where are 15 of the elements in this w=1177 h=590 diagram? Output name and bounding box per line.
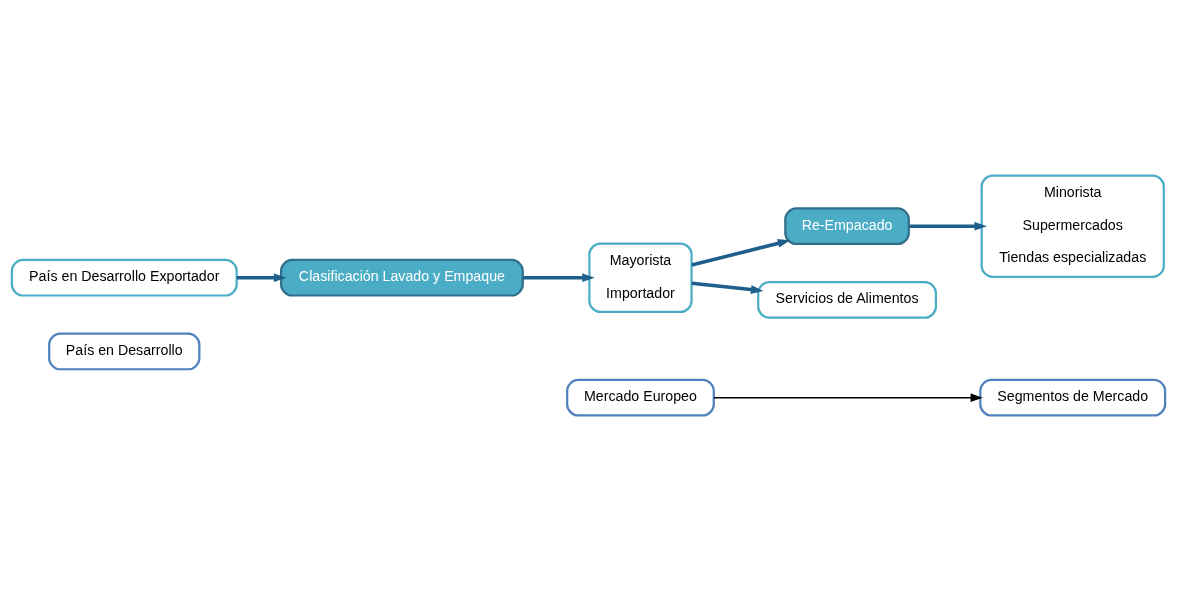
node-box: Segmentos de Mercado	[979, 378, 1167, 417]
node-box: Minorista Supermercados Tiendas especializadas	[980, 173, 1165, 278]
node-box: Re-Empacado	[784, 206, 910, 245]
arrow	[713, 392, 983, 402]
arrow	[691, 238, 791, 267]
arrow	[691, 280, 764, 294]
node-box: Clasificación Lavado y Empaque	[279, 258, 524, 297]
node-box: Servicios de Alimentos	[757, 280, 937, 319]
node-box: País en Desarrollo	[48, 332, 201, 370]
node-box: Mercado Europeo	[566, 378, 715, 417]
arrow	[522, 272, 595, 282]
arrow	[236, 272, 287, 282]
node-box: Mayorista Importador	[588, 241, 693, 313]
arrow	[908, 221, 987, 231]
node-box: País en Desarrollo Exportador	[10, 258, 238, 297]
